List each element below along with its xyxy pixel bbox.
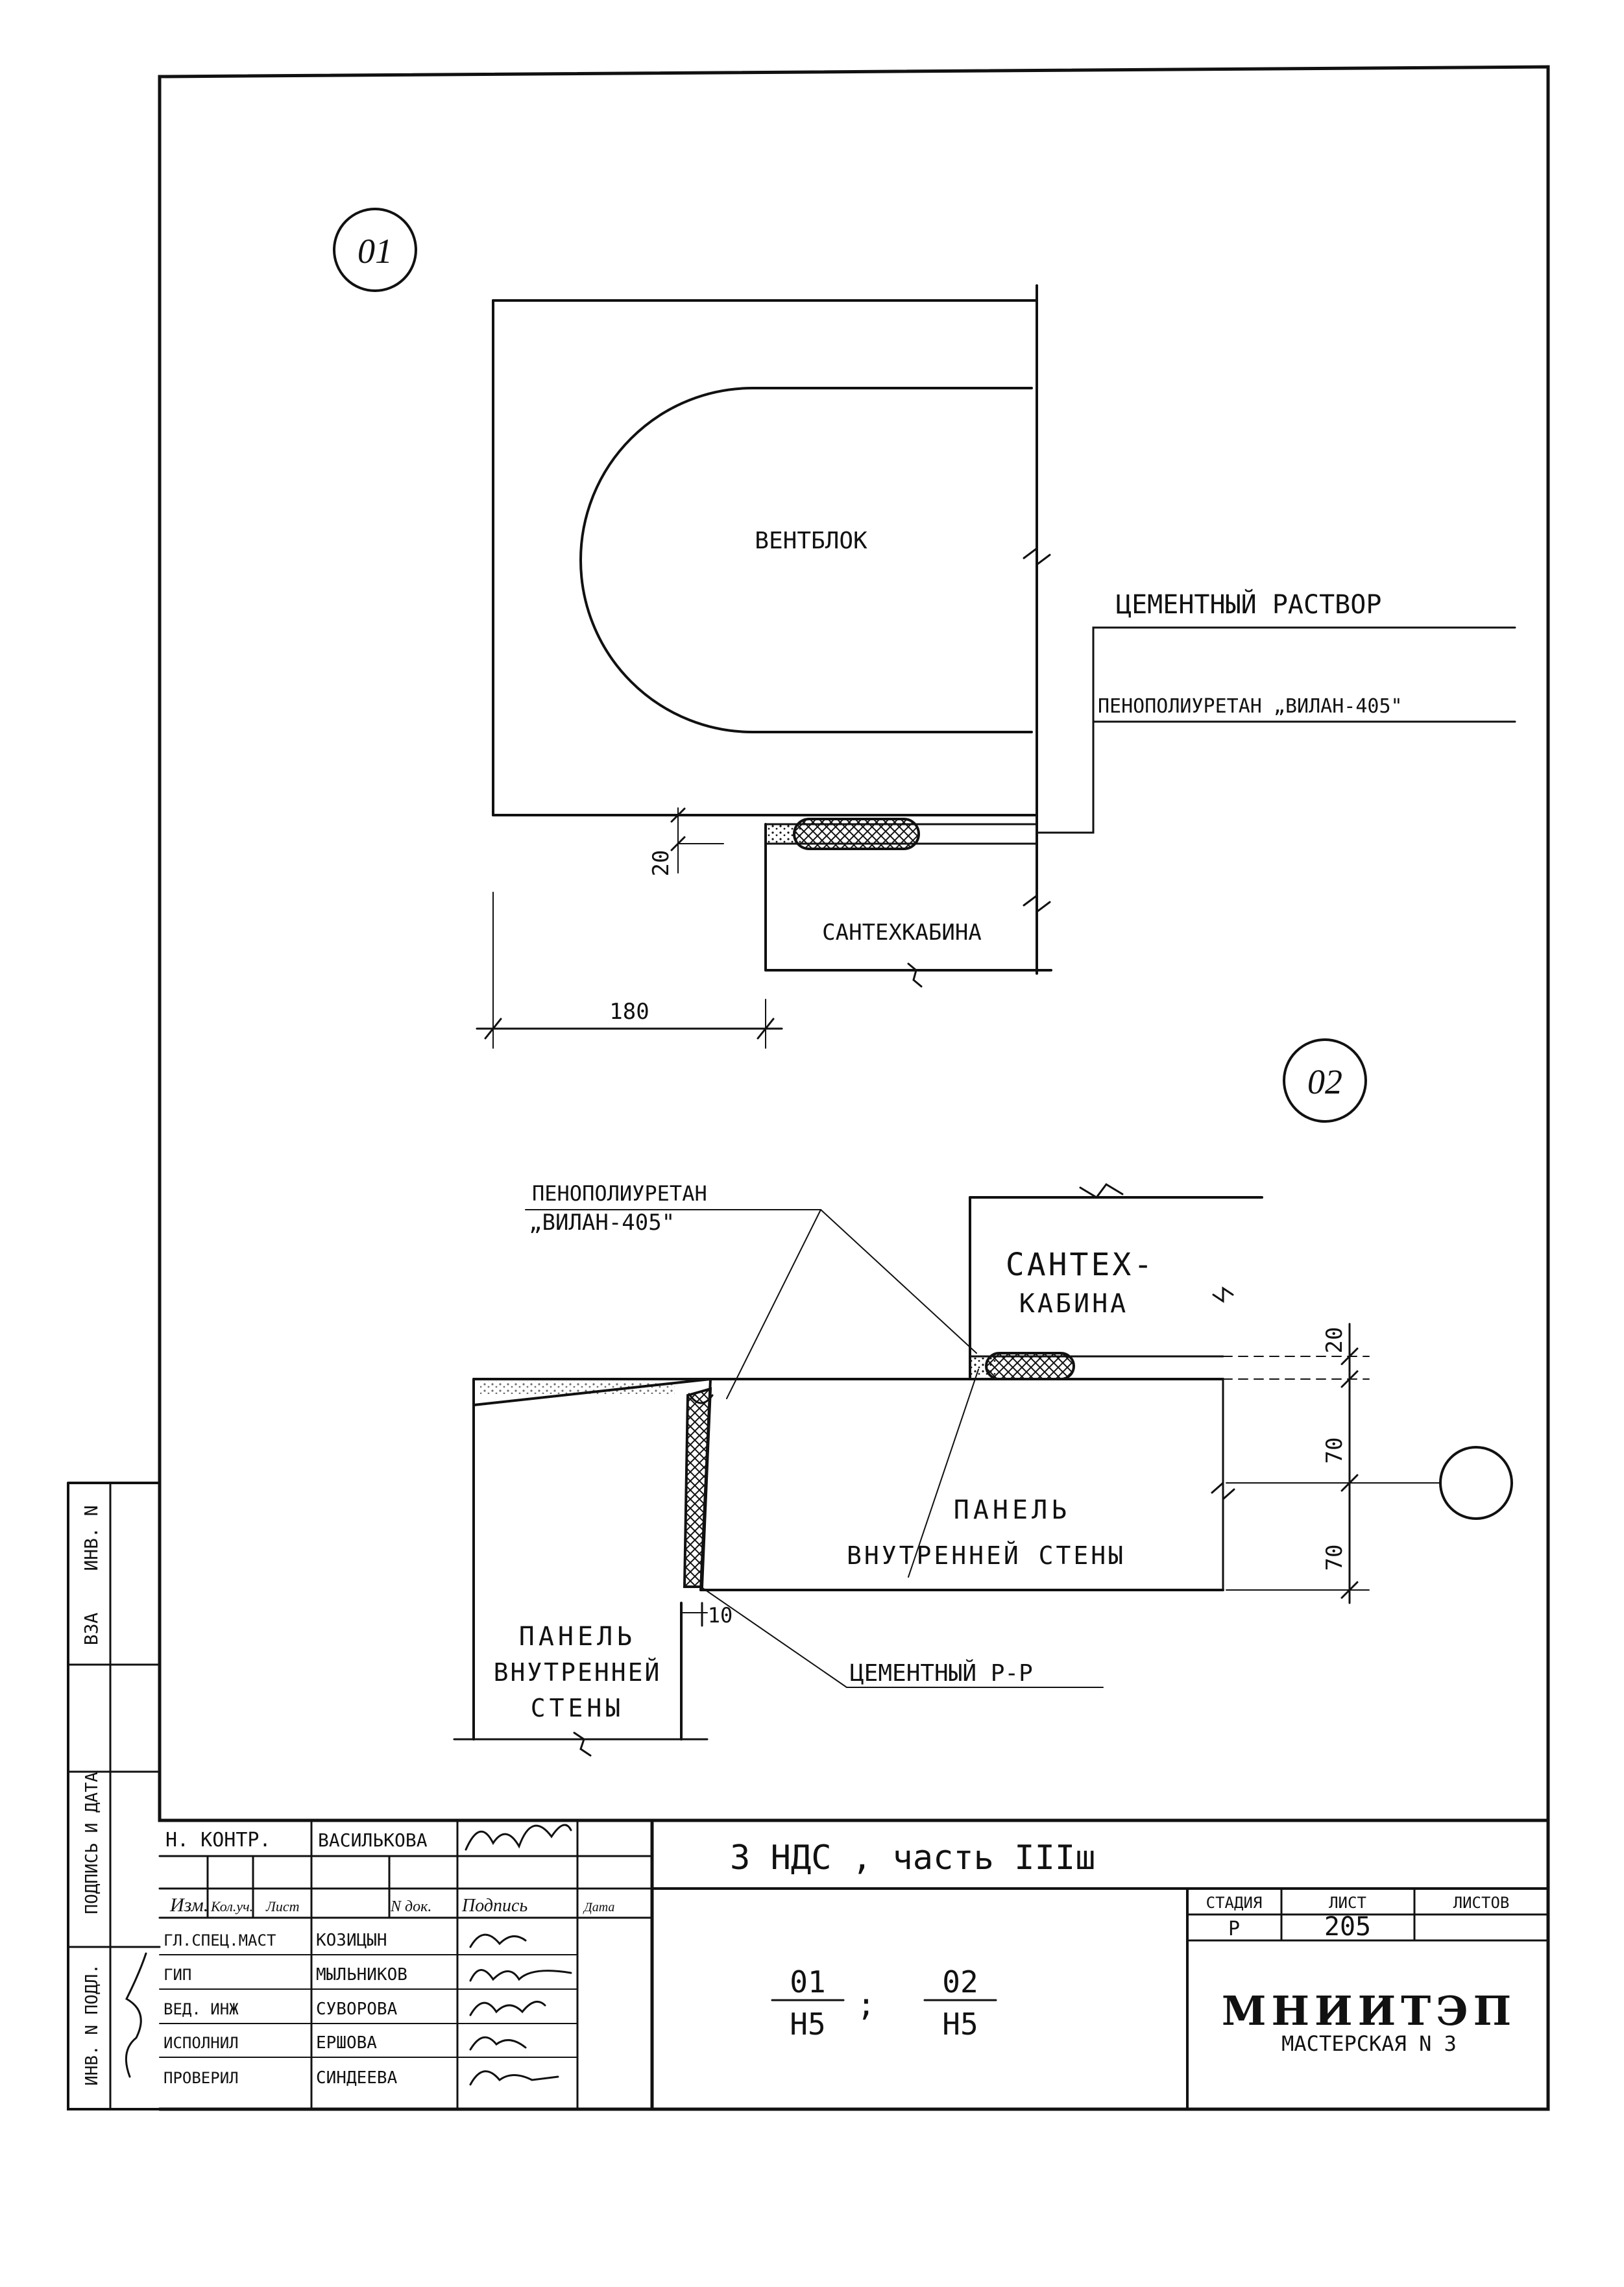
staff-role: ВЕД. ИНЖ [164,2000,239,2018]
dim-01-gap [670,807,724,874]
cabin-01-label: САНТЕХКАБИНА [822,920,982,946]
col-kol: Кол.уч. [210,1898,253,1914]
col-sign: Подпись [461,1896,527,1916]
axis-marker [1439,1446,1513,1520]
ref-2-numerator: 02 [942,1964,978,2000]
leader-01 [1036,626,1516,834]
panel-right-line1: ПАНЕЛЬ [954,1495,1071,1525]
staff-signatures [469,1933,572,2086]
leader-02-foam [525,1209,977,1399]
detail-02-bubble [1283,1038,1367,1123]
panel-right-line2: ВНУТРЕННЕЙ СТЕНЫ [847,1541,1126,1570]
detail-01: 01 ВЕНТБЛОК САНТЕХКАБИНА [333,208,1516,1049]
joint-02-vertical [683,1387,714,1588]
staff-role: ГИП [164,1966,191,1984]
side-vza: ВЗА [80,1613,102,1646]
panel-left-line3: СТЕНЫ [531,1694,624,1722]
staff-name: СУВОРОВА [316,2000,398,2019]
dim-01-width [476,892,783,1049]
leader-02-cement [700,1369,1104,1688]
project-title: 3 НДС , часть IIIш [730,1839,1096,1877]
detail-01-number: 01 [358,232,393,271]
staff-name: МЫЛЬНИКОВ [316,1965,407,1985]
cabin-02-label-line1: САНТЕХ- [1006,1247,1155,1283]
col-list: Лист [265,1898,300,1914]
sheet-references: 01 Н5 ; 02 Н5 [771,1964,997,2042]
staff-role: ИСПОЛНИЛ [164,2034,239,2052]
side-inv-orig: ИНВ. N ПОДЛ. [82,1964,102,2086]
dim-02-mid-label: 70 [1322,1437,1348,1464]
ventblock [492,284,1051,975]
sheet-label: ЛИСТ [1329,1894,1366,1912]
foam-label-01: ПЕНОПОЛИУРЕТАН „ВИЛАН-405" [1098,695,1403,718]
dim-02-right [1222,1323,1513,1604]
panel-left-line2: ВНУТРЕННЕЙ [494,1658,662,1687]
norm-control-role: Н. КОНТР. [165,1829,271,1852]
ventblock-label: ВЕНТБЛОК [755,528,867,554]
staff-name: СИНДЕЕВА [316,2068,398,2088]
col-date: Дата [583,1900,614,1914]
foam-label-02-line2: „ВИЛАН-405" [529,1210,675,1236]
staff-role: ГЛ.СПЕЦ.МАСТ [164,1931,276,1950]
org-workshop: МАСТЕРСКАЯ N 3 [1281,2031,1457,2056]
dim-02-top-label: 20 [1322,1327,1348,1354]
detail-01-bubble [333,208,417,292]
col-ndok: N док. [390,1898,431,1915]
staff-name: ЕРШОВА [316,2033,377,2053]
cabin-02-label-line2: КАБИНА [1019,1289,1129,1319]
ref-separator: ; [857,1987,876,2023]
foam-label-02-line1: ПЕНОПОЛИУРЕТАН [532,1181,707,1206]
title-block [158,1818,1550,2111]
stage-value: Р [1228,1918,1240,1940]
col-izm: Изм. [169,1894,208,1916]
ref-1-denominator: Н5 [790,2007,825,2042]
staff-rows: ГЛ.СПЕЦ.МАСТ КОЗИЦЫН ГИП МЫЛЬНИКОВ ВЕД. … [164,1931,407,2088]
sheet-value: 205 [1324,1912,1371,1942]
inv-signature [125,1952,147,2078]
staff-role: ПРОВЕРИЛ [164,2069,239,2087]
staff-name: КОЗИЦЫН [316,1931,387,1950]
panel-left [453,1378,712,1757]
ref-2-denominator: Н5 [942,2007,978,2042]
detail-02-number: 02 [1307,1062,1342,1101]
foam-seal [793,818,920,850]
detail-02: 02 ПЕНОПОЛИУРЕТАН „ВИЛАН-405" САНТЕХ- КА… [453,1038,1513,1757]
cabin-01 [764,823,1052,988]
norm-control-name: ВАСИЛЬКОВА [318,1829,428,1851]
panel-left-line1: ПАНЕЛЬ [519,1622,636,1652]
joint-01 [764,818,1038,850]
foam-seal-02-vertical [683,1387,712,1588]
dim-01-width-label: 180 [609,999,649,1025]
cabin-02 [969,1183,1263,1378]
side-stamp [67,1482,161,2110]
stage-label: СТАДИЯ [1206,1894,1263,1912]
dim-02-gap-label: 10 [708,1603,733,1628]
cement-label-01: ЦЕМЕНТНЫЙ РАСТВОР [1116,589,1381,620]
org-name: МНИИТЭП [1222,1987,1516,2035]
cement-label-02: ЦЕМЕНТНЫЙ Р-Р [850,1659,1033,1687]
side-inv-no: ИНВ. N [80,1505,102,1571]
dim-01-gap-label: 20 [648,850,674,877]
ref-1-numerator: 01 [790,1964,825,2000]
dim-02-bottom-label: 70 [1322,1545,1348,1571]
dim-02-gap [681,1602,708,1627]
foam-seal-02-top [985,1352,1075,1380]
norm-control-signature [465,1824,572,1851]
sheets-label: ЛИСТОВ [1453,1894,1510,1912]
side-sign-date: ПОДПИСЬ И ДАТА [82,1772,102,1914]
